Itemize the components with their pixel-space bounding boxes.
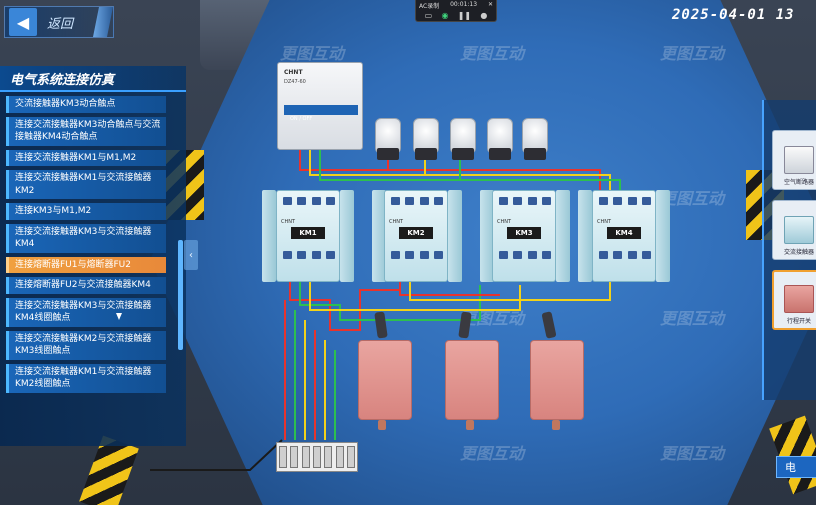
terminal-row bbox=[499, 251, 551, 259]
din-rail bbox=[448, 190, 462, 282]
close-icon[interactable]: ✕ bbox=[487, 1, 493, 8]
contactor-brand: CHNT bbox=[389, 219, 404, 225]
palette-item-label: 空气断路器 bbox=[783, 179, 814, 186]
step-item[interactable]: 连接交流接触器KM3动合触点与交流接触器KM4动合触点 bbox=[6, 116, 166, 146]
breaker-switch-strip: ON / OFF bbox=[284, 105, 358, 122]
motor[interactable] bbox=[445, 340, 499, 420]
contactor-brand: CHNT bbox=[497, 219, 512, 225]
step-item-active[interactable]: 连接熔断器FU1与熔断器FU2 bbox=[6, 256, 166, 273]
contactor-brand: CHNT bbox=[597, 219, 612, 225]
din-rail bbox=[340, 190, 354, 282]
din-rail bbox=[556, 190, 570, 282]
motor-foot bbox=[378, 420, 386, 430]
collapse-panel-button[interactable]: ‹ bbox=[184, 240, 198, 270]
watermark: 更图互动 bbox=[460, 444, 525, 463]
terminal-block[interactable] bbox=[276, 442, 358, 472]
palette-item-label: 行程开关 bbox=[786, 318, 811, 325]
terminal-row bbox=[283, 251, 335, 259]
pause-icon[interactable]: ❚❚ bbox=[457, 11, 472, 20]
watermark: 更图互动 bbox=[460, 44, 525, 63]
travel-switch-thumbnail bbox=[784, 285, 814, 313]
palette-item-contactor[interactable]: 交流接触器 bbox=[772, 200, 816, 260]
contactor-brand: CHNT bbox=[281, 219, 296, 225]
watermark: 更图互动 bbox=[460, 309, 525, 328]
component-palette: 空气断路器 交流接触器 行程开关 bbox=[762, 100, 816, 400]
terminal-row bbox=[499, 197, 551, 205]
step-list-scrollbar[interactable] bbox=[178, 240, 183, 350]
watermark: 更图互动 bbox=[660, 444, 725, 463]
step-item[interactable]: 交流接触器KM3动合触点 bbox=[6, 96, 166, 113]
contactor-km1[interactable]: CHNT KM1 bbox=[276, 190, 340, 282]
step-item[interactable]: 连接交流接触器KM2与交流接触器KM3线圈触点 bbox=[6, 330, 166, 360]
air-circuit-breaker[interactable]: CHNT DZ47-60 ON / OFF bbox=[277, 62, 363, 150]
panel-title: 电气系统连接仿真 bbox=[0, 66, 186, 92]
din-rail bbox=[372, 190, 386, 282]
step-list: 交流接触器KM3动合触点 连接交流接触器KM3动合触点与交流接触器KM4动合触点… bbox=[0, 92, 186, 393]
recorder-controls: ▭ ◉ ❚❚ ● bbox=[416, 11, 496, 20]
contactor-label: KM4 bbox=[607, 227, 641, 239]
breaker-model: DZ47-60 bbox=[284, 79, 306, 85]
step-item[interactable]: 连接交流接触器KM3与交流接触器KM4线圈触点 bbox=[6, 297, 166, 327]
contactor-label: KM2 bbox=[399, 227, 433, 239]
breaker-thumbnail bbox=[784, 146, 814, 174]
palette-item-travel-switch[interactable]: 行程开关 bbox=[772, 270, 816, 330]
watermark: 更图互动 bbox=[660, 189, 725, 208]
watermark: 更图互动 bbox=[280, 44, 345, 63]
motor-foot bbox=[466, 420, 474, 430]
motor-foot bbox=[552, 420, 560, 430]
terminal-row bbox=[283, 197, 335, 205]
contactor-label: KM3 bbox=[507, 227, 541, 239]
step-item[interactable]: 连接交流接触器KM3与交流接触器KM4 bbox=[6, 223, 166, 253]
step-item[interactable]: 连接交流接触器KM1与交流接触器KM2 bbox=[6, 170, 166, 199]
terminal-row bbox=[599, 197, 651, 205]
window-icon[interactable]: ▭ bbox=[424, 11, 433, 20]
electrical-button[interactable]: 电 bbox=[776, 456, 816, 478]
contactor-km2[interactable]: CHNT KM2 bbox=[384, 190, 448, 282]
step-item[interactable]: 连接交流接触器KM1与M1,M2 bbox=[6, 149, 166, 166]
microphone-icon[interactable]: ● bbox=[480, 11, 488, 20]
din-rail bbox=[656, 190, 670, 282]
din-rail bbox=[262, 190, 276, 282]
fuse-base bbox=[452, 148, 474, 160]
motor[interactable] bbox=[530, 340, 584, 420]
back-button[interactable]: ◀ 返回 bbox=[4, 6, 114, 38]
terminal-row bbox=[391, 251, 443, 259]
back-label: 返回 bbox=[47, 16, 74, 32]
mouse-cursor-icon bbox=[116, 313, 122, 320]
step-item[interactable]: 连接熔断器FU2与交流接触器KM4 bbox=[6, 277, 166, 294]
contactor-km4[interactable]: CHNT KM4 bbox=[592, 190, 656, 282]
din-rail bbox=[578, 190, 592, 282]
watermark: 更图互动 bbox=[660, 44, 725, 63]
back-arrow-icon: ◀ bbox=[9, 8, 37, 36]
breaker-switch-text: ON / OFF bbox=[290, 116, 313, 122]
fuse-base bbox=[377, 148, 399, 160]
step-item[interactable]: 连接交流接触器KM1与交流接触器KM2线圈触点 bbox=[6, 363, 166, 393]
record-icon[interactable]: ◉ bbox=[441, 11, 449, 20]
back-decoration bbox=[93, 7, 113, 37]
terminal-row bbox=[599, 251, 651, 259]
contactor-thumbnail bbox=[784, 216, 814, 244]
recorder-header: AC录制 00:01:13 ✕ bbox=[416, 0, 496, 11]
palette-item-breaker[interactable]: 空气断路器 bbox=[772, 130, 816, 190]
fuse-base bbox=[415, 148, 437, 160]
watermark: 更图互动 bbox=[660, 309, 725, 328]
datetime-display: 2025-04-01 13 bbox=[672, 7, 795, 23]
step-item[interactable]: 连接KM3与M1,M2 bbox=[6, 203, 166, 220]
motor[interactable] bbox=[358, 340, 412, 420]
contactor-km3[interactable]: CHNT KM3 bbox=[492, 190, 556, 282]
screen-recorder[interactable]: AC录制 00:01:13 ✕ ▭ ◉ ❚❚ ● bbox=[415, 0, 497, 22]
fuse-base bbox=[489, 148, 511, 160]
terminal-row bbox=[391, 197, 443, 205]
step-panel: 电气系统连接仿真 交流接触器KM3动合触点 连接交流接触器KM3动合触点与交流接… bbox=[0, 66, 186, 446]
breaker-brand: CHNT bbox=[284, 69, 303, 76]
din-rail bbox=[480, 190, 494, 282]
recorder-title: AC录制 bbox=[419, 3, 440, 10]
contactor-label: KM1 bbox=[291, 227, 325, 239]
recorder-time: 00:01:13 bbox=[450, 1, 478, 8]
palette-item-label: 交流接触器 bbox=[783, 249, 814, 256]
fuse-base bbox=[524, 148, 546, 160]
